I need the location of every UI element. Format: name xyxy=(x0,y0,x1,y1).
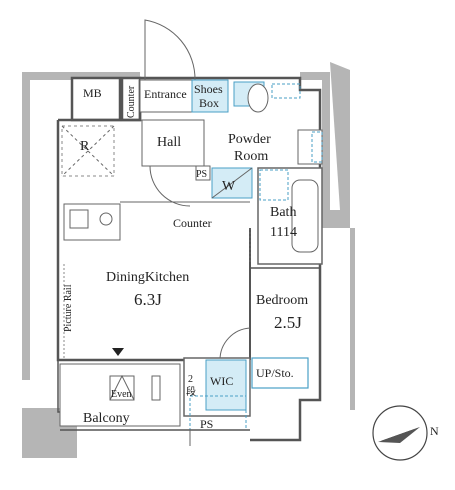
dining-kitchen-label: DiningKitchen xyxy=(106,270,189,285)
ps-top-label: PS xyxy=(196,169,207,180)
w-label: W xyxy=(222,179,236,194)
counter-label: Counter xyxy=(173,216,212,230)
bath-label: Bath xyxy=(270,205,296,220)
hall-area xyxy=(141,119,205,167)
even-label: Even xyxy=(111,389,132,400)
up-storage xyxy=(251,357,309,389)
bedroom-size-label: 2.5J xyxy=(274,313,302,332)
wic-label: WIC xyxy=(210,374,233,388)
dining-kitchen-size-label: 6.3J xyxy=(134,290,162,309)
hall-door[interactable] xyxy=(149,165,191,207)
compass-icon xyxy=(372,405,428,461)
entrance-label: Entrance xyxy=(144,87,187,101)
entrance-door[interactable] xyxy=(144,19,196,81)
up-sto-label: UP/Sto. xyxy=(256,366,294,380)
dan-kanji-label: 段 xyxy=(186,385,196,398)
hall-label: Hall xyxy=(157,135,181,150)
box-label: Box xyxy=(199,96,219,110)
counter-top-label: Counter xyxy=(126,85,137,118)
balcony-label: Balcony xyxy=(83,411,130,426)
ps-bottom-label: PS xyxy=(200,417,213,431)
r-area xyxy=(61,125,115,177)
stove-icon xyxy=(69,209,89,229)
dan-number-label: 2 xyxy=(188,374,193,385)
powder-label: Powder xyxy=(228,132,271,147)
sink-bowl-icon xyxy=(99,212,113,226)
bath-size-label: 1114 xyxy=(270,225,297,240)
mb-label: MB xyxy=(83,86,102,100)
picture-rail-label: Picture Rail xyxy=(63,284,74,332)
bedroom-door[interactable] xyxy=(219,327,251,361)
exterior-wall-band xyxy=(22,62,355,458)
shoes-box xyxy=(191,79,229,113)
compass-n-label: N xyxy=(430,424,439,438)
ps-shaft-top xyxy=(195,165,211,181)
bathtub-icon xyxy=(291,179,319,253)
sink-icon xyxy=(297,129,323,165)
evacuation-hatch xyxy=(109,375,135,401)
room-label: Room xyxy=(234,149,268,164)
arrow-down-icon xyxy=(112,348,124,356)
bedroom-label: Bedroom xyxy=(256,293,308,308)
toilet-icon xyxy=(247,83,269,113)
mb-closet xyxy=(70,76,122,122)
shoes-label: Shoes xyxy=(194,82,223,96)
r-label: R xyxy=(80,139,90,154)
